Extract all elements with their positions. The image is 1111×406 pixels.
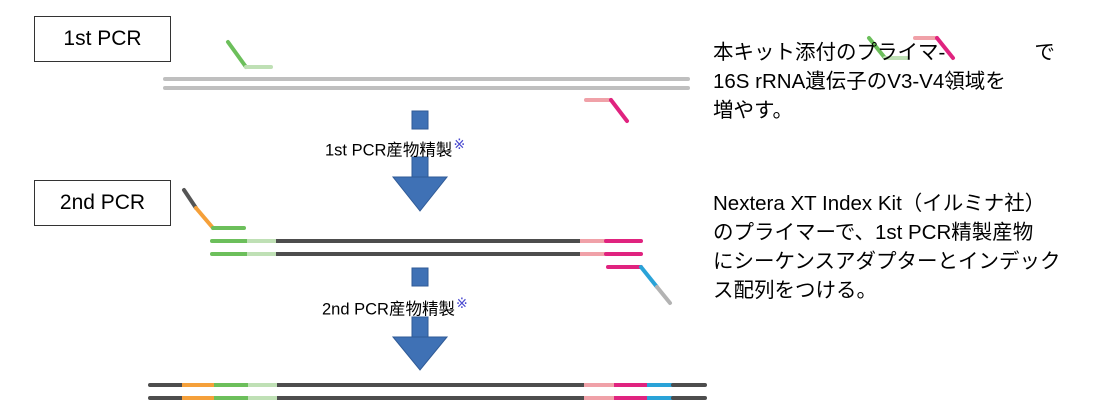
note-mark-2: ※: [455, 295, 468, 311]
second-pcr-box: 2nd PCR: [34, 180, 171, 226]
legend-reverse-primer-icon: [913, 36, 955, 60]
forward-primer-2nd: [182, 188, 246, 230]
note-mark-1: ※: [453, 136, 466, 152]
second-desc-line3: にシーケンスアダプターとインデック: [713, 250, 1061, 273]
first-desc-line1: 本キット添付のプライマ- で: [713, 38, 1055, 67]
legend-forward-primer-icon: [867, 36, 909, 60]
forward-primer-1st: [226, 40, 273, 69]
first-desc-line1-before: 本キット添付のプライマ-: [713, 41, 946, 64]
final-library: [148, 383, 707, 400]
first-desc-line3: 増やす。: [713, 99, 793, 122]
purification-text-1: 1st PCR産物精製: [325, 141, 453, 160]
reverse-primer-2nd: [606, 265, 672, 305]
second-desc-line2: のプライマーで、1st PCR精製産物: [713, 221, 1034, 244]
template-dna: [163, 77, 690, 90]
first-desc-line2: 16S rRNA遺伝子のV3-V4領域を: [713, 70, 1006, 93]
first-pcr-product: [210, 239, 643, 256]
down-arrow-2: [391, 267, 449, 371]
purification-label-1: 1st PCR産物精製※: [325, 136, 465, 161]
second-desc-line4: ス配列をつける。: [713, 279, 877, 302]
second-desc-line1: Nextera XT Index Kit（イルミナ社）: [713, 192, 1046, 215]
first-pcr-label: 1st PCR: [63, 27, 142, 50]
second-pcr-description: Nextera XT Index Kit（イルミナ社） のプライマーで、1st …: [713, 189, 1060, 305]
purification-text-2: 2nd PCR産物精製: [322, 300, 455, 319]
down-arrow-1: [391, 110, 449, 212]
first-desc-line1-after: で: [1034, 41, 1055, 64]
reverse-primer-1st: [584, 98, 629, 123]
second-pcr-label: 2nd PCR: [59, 191, 146, 214]
first-pcr-description: 本キット添付のプライマ- で 16S rRNA遺伝子のV3-V4領域を 増やす。: [713, 38, 1055, 125]
purification-label-2: 2nd PCR産物精製※: [322, 295, 468, 320]
first-pcr-box: 1st PCR: [34, 16, 171, 62]
